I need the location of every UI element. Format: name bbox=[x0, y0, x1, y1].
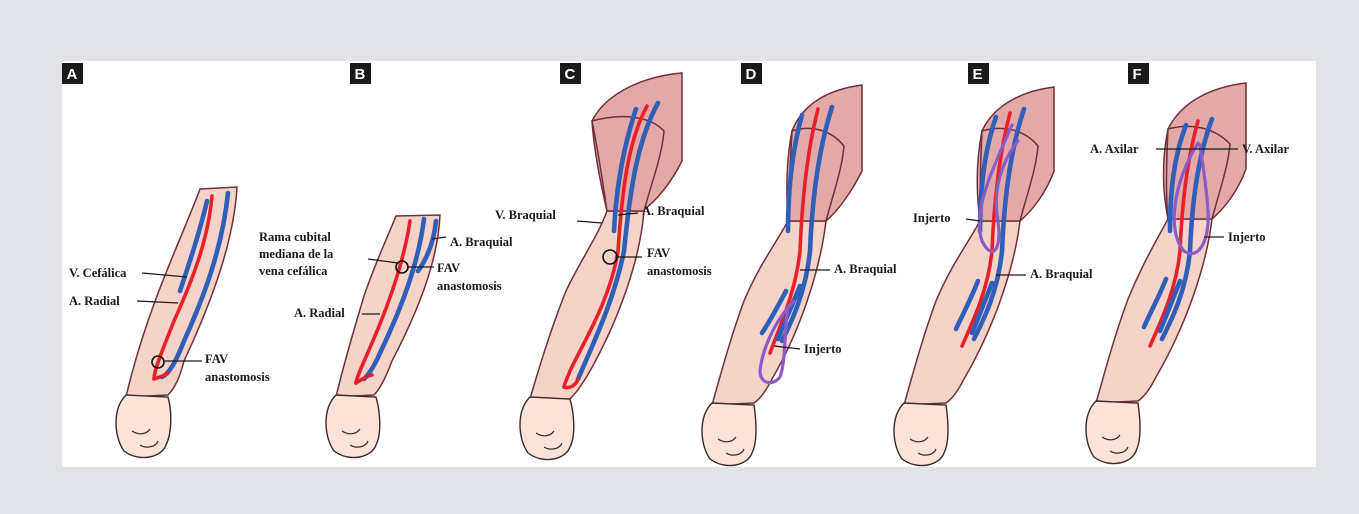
panel-a-letter: A bbox=[67, 66, 78, 83]
panel-e-label-arteria-braquial: A. Braquial bbox=[1030, 267, 1093, 281]
panel-c-letter: C bbox=[565, 66, 576, 83]
panel-a-label-vena-cefalica: V. Cefálica bbox=[69, 266, 127, 280]
panel-c-label-vena-braquial: V. Braquial bbox=[495, 208, 556, 222]
figure-panel: A V. Cefálica A. Radial FAV anastomosis … bbox=[62, 61, 1316, 467]
panel-b-label-rama-2: mediana de la bbox=[259, 247, 334, 261]
panel-d-letter: D bbox=[746, 66, 757, 83]
panel-a-arm bbox=[116, 187, 237, 458]
panel-f: F A. Axilar V. Axilar Injerto bbox=[1086, 63, 1289, 464]
panel-b-label-rama-3: vena cefálica bbox=[259, 264, 328, 278]
panel-b: B Rama cubital mediana de la vena cefáli… bbox=[259, 63, 513, 458]
panel-d-label-arteria-braquial: A. Braquial bbox=[834, 262, 897, 276]
panel-b-label-rama-1: Rama cubital bbox=[259, 230, 331, 244]
panel-a-label-fav: FAV bbox=[205, 352, 228, 366]
panel-d: D A. Braquial Injerto bbox=[702, 63, 897, 466]
panel-f-label-injerto: Injerto bbox=[1228, 230, 1266, 244]
panel-b-letter: B bbox=[355, 66, 366, 83]
panel-f-label-arteria-axilar: A. Axilar bbox=[1090, 142, 1139, 156]
panel-e-label-injerto: Injerto bbox=[913, 211, 951, 225]
panel-d-label-injerto: Injerto bbox=[804, 342, 842, 356]
panel-c-label-arteria-braquial: A. Braquial bbox=[642, 204, 705, 218]
panel-e-letter: E bbox=[973, 66, 983, 83]
panel-f-label-vena-axilar: V. Axilar bbox=[1242, 142, 1289, 156]
panel-b-label-arteria-braquial: A. Braquial bbox=[450, 235, 513, 249]
panel-b-label-arteria-radial: A. Radial bbox=[294, 306, 345, 320]
panel-c-label-fav: FAV bbox=[647, 246, 670, 260]
panel-a: A V. Cefálica A. Radial FAV anastomosis bbox=[62, 63, 270, 458]
panel-a-label-arteria-radial: A. Radial bbox=[69, 294, 120, 308]
panel-a-label-anastomosis: anastomosis bbox=[205, 370, 270, 384]
panel-f-arm bbox=[1086, 83, 1246, 464]
panel-b-label-anastomosis: anastomosis bbox=[437, 279, 502, 293]
panel-e: E Injerto A. Braquial bbox=[894, 63, 1093, 466]
panel-f-letter: F bbox=[1133, 66, 1142, 83]
panel-b-label-fav: FAV bbox=[437, 261, 460, 275]
panel-c-leader-vena bbox=[577, 221, 602, 223]
panel-c: C V. Braquial A. Braquial FAV anastomosi… bbox=[495, 63, 712, 460]
panel-b-arm bbox=[326, 215, 440, 458]
panel-c-label-anastomosis: anastomosis bbox=[647, 264, 712, 278]
